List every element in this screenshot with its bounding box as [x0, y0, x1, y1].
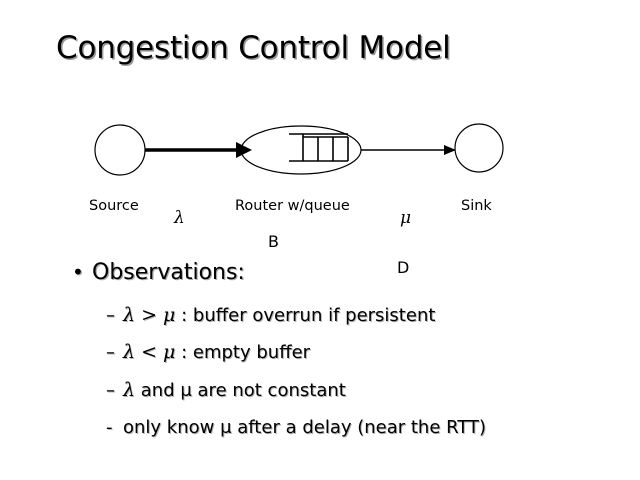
list-item-symbol: λ > μ: [123, 304, 176, 326]
bullet-dash-icon: –: [106, 380, 115, 401]
list-item-observations: • Observations:: [72, 260, 245, 285]
list-item-symbol: λ: [123, 379, 136, 401]
service-rate-label: μ: [400, 208, 412, 228]
page-title: Congestion Control Model: [56, 30, 451, 66]
router-node-caption: Router w/queue: [235, 198, 350, 214]
list-item-label: : empty buffer: [175, 342, 311, 363]
list-item-symbol: λ < μ: [123, 341, 176, 363]
list-item: –λ < μ : empty buffer: [106, 341, 310, 363]
bullet-dash-icon: –: [106, 305, 115, 326]
congestion-control-diagram: λ μ D B: [0, 95, 640, 277]
bullet-dot-icon: •: [72, 260, 84, 284]
delay-label: D: [397, 258, 410, 277]
arrival-arrow-lambda: [145, 142, 252, 158]
bullet-dash-icon: –: [106, 342, 115, 363]
source-node-circle: [94, 124, 146, 176]
list-item-label: only know μ after a delay (near the RTT): [123, 417, 487, 438]
router-node-ellipse: [240, 125, 362, 175]
departure-arrow-mu: [361, 145, 456, 155]
observations-heading-label: Observations:: [92, 260, 245, 285]
list-item: -only know μ after a delay (near the RTT…: [106, 417, 486, 438]
diagram-canvas: [94, 123, 504, 176]
list-item-label: : buffer overrun if persistent: [175, 305, 436, 326]
bullet-dash-icon: -: [106, 417, 113, 438]
list-item: –λ and μ are not constant: [106, 379, 346, 401]
router-queue-box: [289, 133, 349, 162]
arrival-rate-label: λ: [174, 208, 185, 228]
list-item-label: and μ are not constant: [135, 380, 346, 401]
buffer-label: B: [268, 232, 279, 251]
sink-node-circle: [454, 123, 504, 173]
list-item: –λ > μ : buffer overrun if persistent: [106, 304, 435, 326]
sink-node-caption: Sink: [461, 198, 492, 214]
diagram-caption-row: Source Router w/queue Sink: [0, 198, 640, 222]
source-node-caption: Source: [89, 198, 139, 214]
